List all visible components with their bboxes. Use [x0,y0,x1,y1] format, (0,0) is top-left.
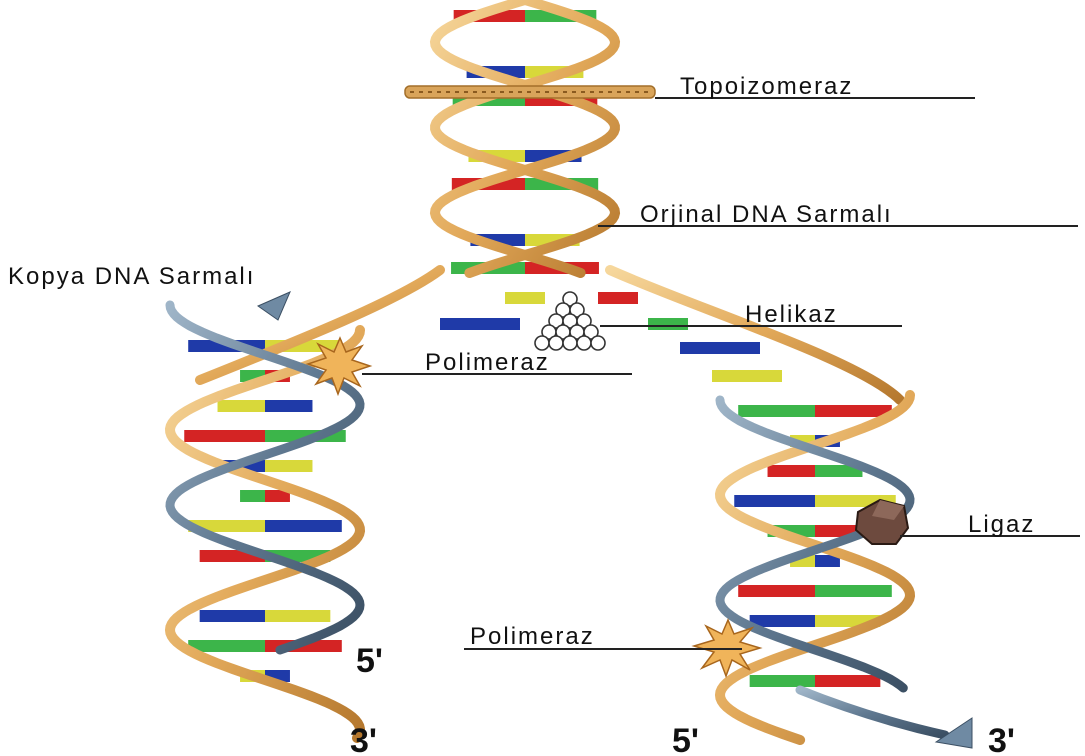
label-original-helix: Orjinal DNA Sarmalı [640,201,893,228]
label-helicase: Helikaz [745,301,838,328]
label-polymerase-top: Polimeraz [425,349,550,376]
topoisomerase-enzyme [405,86,655,98]
base-pair-fork [648,318,688,330]
base-pair-right [734,495,815,507]
base-pair-left [265,400,312,412]
base-pair-fork [440,318,520,330]
base-pair-left [188,640,265,652]
label-right-5-prime: 5' [672,722,699,756]
base-pair-right [750,615,815,627]
label-left-5-prime: 5' [356,642,383,680]
helicase-enzyme [535,292,605,350]
base-pair-fork [712,370,782,382]
base-pair-fork [680,342,760,354]
base-pair-left [200,610,265,622]
base-pair-left [184,430,265,442]
label-polymerase-bottom: Polimeraz [470,623,595,650]
base-pair-left [265,520,342,532]
base-pair-right [738,585,815,597]
base-pair-fork [598,292,638,304]
base-pair-left [265,610,330,622]
base-pair-right [815,675,880,687]
base-pair-right [738,405,815,417]
base-pair-fork [505,292,545,304]
base-pair-right [768,465,815,477]
base-pair-left [240,490,265,502]
label-right-3-prime: 3' [988,722,1015,756]
base-pair-right [750,675,815,687]
base-pair-left [265,460,312,472]
label-ligase: Ligaz [968,511,1035,538]
right-copy-strand-tail [800,690,945,735]
label-copy-helix: Kopya DNA Sarmalı [8,263,255,290]
base-pair-left [218,400,265,412]
label-topoisomerase: Topoizomeraz [680,73,853,100]
base-pair-right [815,405,892,417]
label-left-3-prime: 3' [350,722,377,756]
base-pair-right [815,585,892,597]
